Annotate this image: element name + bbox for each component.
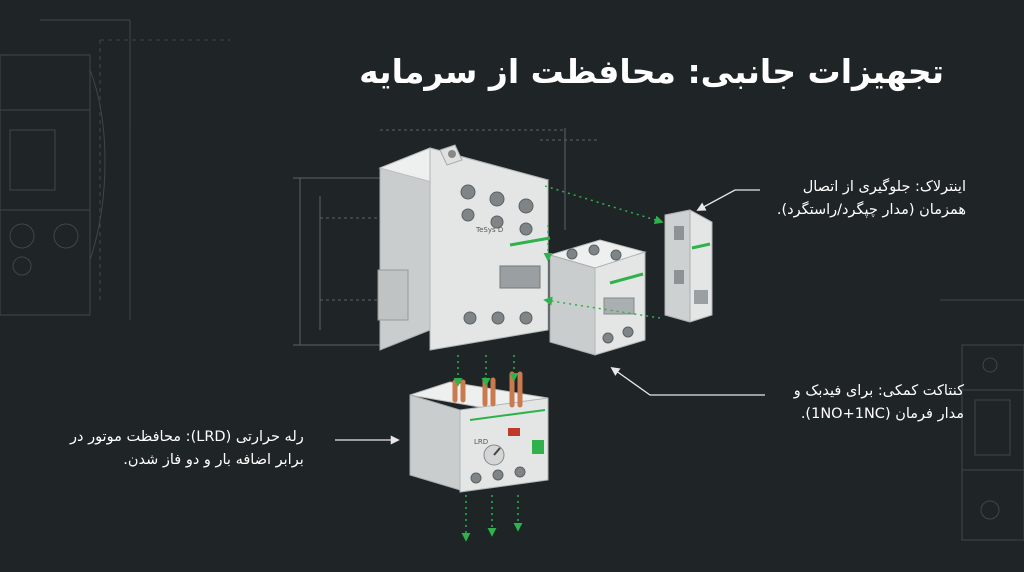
page-title: تجهیزات جانبی: محافظت از سرمایه <box>359 52 944 91</box>
contactor-top-terminals <box>460 184 534 236</box>
contactor-bottom-terminals <box>463 311 533 325</box>
auxiliary-pointer-arrow <box>610 366 765 396</box>
lrd-callout: رله حرارتی (LRD): محافظت موتور در برابر … <box>70 426 304 472</box>
blueprint-left <box>0 19 230 320</box>
auxiliary-contact-block <box>548 239 647 356</box>
lrd-model-label: LRD <box>474 438 488 446</box>
interlock-callout-line-2: همزمان (مدار چپگرد/راستگرد). <box>776 202 966 218</box>
auxiliary-callout-line-2: مدار فرمان (1NO+1NC). <box>800 406 964 422</box>
auxiliary-contact-callout: کنتاکت کمکی: برای فیدبک و مدار فرمان (1N… <box>794 380 964 426</box>
callout-arrows <box>335 189 765 445</box>
auxiliary-callout-line-1: کنتاکت کمکی: برای فیدبک و <box>793 383 964 399</box>
lrd-copper-pins <box>452 371 523 408</box>
interlock-module <box>664 209 713 323</box>
dimension-lines <box>293 128 600 346</box>
contactor-model-label: TeSys D <box>475 226 503 234</box>
thermal-overload-relay: LRD <box>409 371 549 493</box>
lrd-callout-line-2: برابر اضافه بار و دو فاز شدن. <box>123 452 304 468</box>
lrd-callout-line-1: رله حرارتی (LRD): محافظت موتور در <box>70 429 304 445</box>
main-contactor: TeSys D <box>377 144 551 351</box>
interlock-pointer-arrow <box>696 189 760 211</box>
interlock-callout-line-1: اینترلاک: جلوگیری از اتصال <box>802 179 966 195</box>
interlock-callout: اینترلاک: جلوگیری از اتصال همزمان (مدار … <box>777 176 966 222</box>
blueprint-right <box>940 299 1024 541</box>
green-dotted-arrows <box>453 185 664 542</box>
